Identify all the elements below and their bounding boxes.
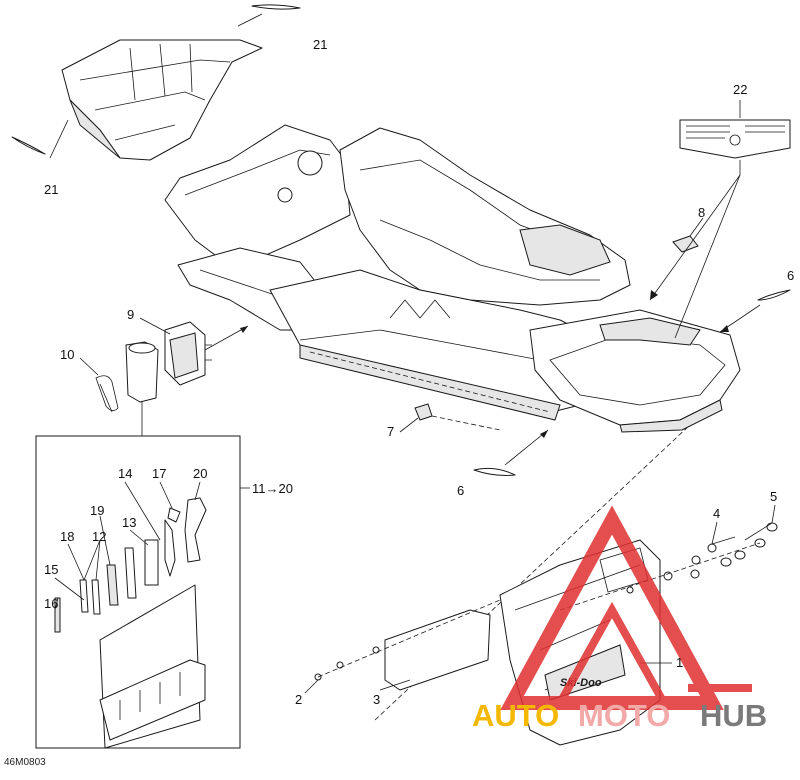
- chassis-frame: [164, 124, 741, 433]
- callout-1: 1: [676, 655, 683, 670]
- gasket-21-left: [11, 136, 46, 155]
- callout-9: 9: [127, 307, 134, 322]
- callout-2: 2: [295, 692, 302, 707]
- gasket-6-bottom: [473, 467, 516, 476]
- plate-3: [384, 609, 491, 691]
- callout-7: 7: [387, 424, 394, 439]
- callout-18: 18: [60, 529, 74, 544]
- callout-5: 5: [770, 489, 777, 504]
- watermark-logo: [500, 505, 752, 710]
- callout-17: 17: [152, 466, 166, 481]
- nuts-4: [663, 543, 717, 581]
- gasket-21-top: [251, 4, 301, 10]
- watermark-moto: MOTO: [578, 698, 670, 733]
- callout-13: 13: [122, 515, 136, 530]
- gasket-6-right: [757, 289, 791, 301]
- callout-16: 16: [44, 596, 58, 611]
- drawing-code: 46M0803: [4, 757, 46, 768]
- tool-kit-panel: [35, 435, 250, 749]
- callout-21-top: 21: [313, 37, 327, 52]
- strap-10: [95, 375, 119, 413]
- callout-4: 4: [713, 506, 720, 521]
- storage-tray: [61, 39, 263, 161]
- tool-bag: [125, 341, 159, 403]
- callout-12: 12: [92, 529, 106, 544]
- warning-label-22: [679, 119, 791, 159]
- callout-3: 3: [373, 692, 380, 707]
- callout-14: 14: [118, 466, 132, 481]
- module-9: [164, 321, 212, 386]
- callout-15: 15: [44, 562, 58, 577]
- callout-6-right: 6: [787, 268, 794, 283]
- watermark-auto: AUTO: [472, 698, 559, 733]
- clip-8: [672, 235, 699, 253]
- callout-19: 19: [90, 503, 104, 518]
- callout-10: 10: [60, 347, 74, 362]
- callout-11-20: 11→20: [252, 481, 293, 496]
- washers-5: [720, 522, 778, 567]
- callout-8: 8: [698, 205, 705, 220]
- callout-20: 20: [193, 466, 207, 481]
- callout-21-left: 21: [44, 182, 58, 197]
- callout-22: 22: [733, 82, 747, 97]
- clip-7: [414, 403, 433, 421]
- watermark-hub: HUB: [700, 698, 767, 733]
- callout-6-bottom: 6: [457, 483, 464, 498]
